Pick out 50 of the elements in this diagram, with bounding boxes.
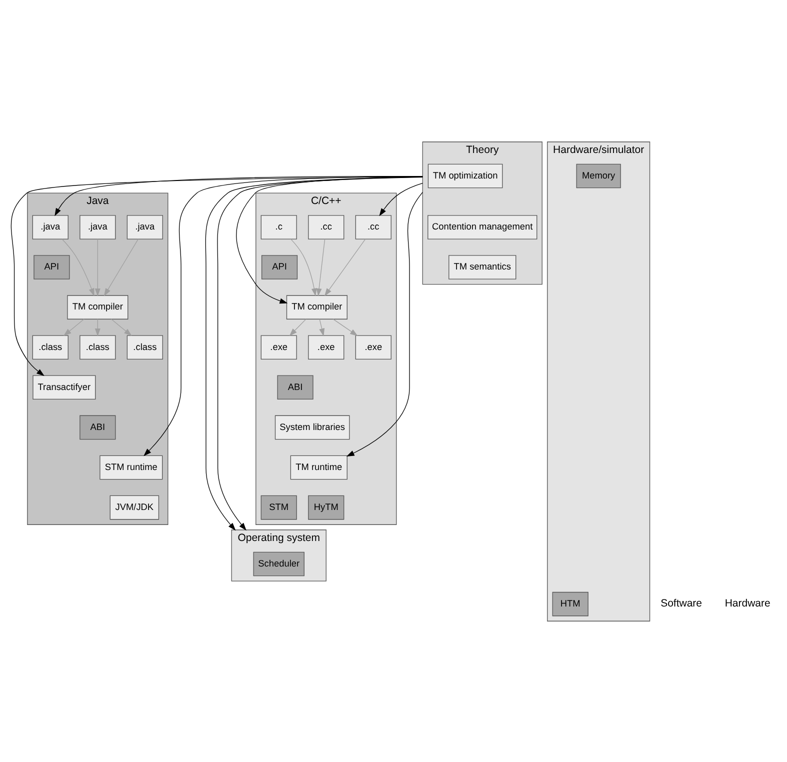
arrow bbox=[379, 182, 423, 216]
node-box: API bbox=[261, 254, 298, 279]
node-box: HyTM bbox=[308, 494, 344, 520]
arrow bbox=[332, 318, 358, 336]
node-box: HTM bbox=[552, 591, 588, 616]
node-box: TM optimization bbox=[428, 163, 503, 188]
label: Hardware bbox=[724, 597, 770, 610]
node-box: .exe bbox=[355, 334, 392, 359]
node-box: ABI bbox=[277, 374, 314, 400]
node-box: ABI bbox=[80, 414, 116, 440]
arrow bbox=[94, 238, 100, 296]
arrow bbox=[324, 238, 366, 296]
node-box: .exe bbox=[308, 334, 344, 359]
arrow bbox=[111, 318, 132, 336]
node-box: TM semantics bbox=[448, 254, 516, 279]
arrow bbox=[346, 191, 423, 456]
node-box: .java bbox=[80, 214, 116, 239]
node-box: Memory bbox=[576, 163, 621, 188]
arrow bbox=[63, 318, 84, 336]
node-box: .java bbox=[32, 214, 68, 239]
node-box: STM runtime bbox=[100, 454, 163, 480]
arrow bbox=[319, 318, 325, 336]
arrow bbox=[62, 238, 94, 296]
arrow bbox=[290, 238, 317, 296]
node-box: Scheduler bbox=[253, 551, 304, 576]
node-box: System libraries bbox=[274, 414, 350, 440]
node-box: .exe bbox=[260, 334, 297, 359]
arrow bbox=[316, 238, 326, 296]
arrow bbox=[144, 176, 423, 456]
node-box: TM compiler bbox=[67, 294, 128, 319]
node-box: .class bbox=[80, 334, 116, 359]
arrow bbox=[289, 318, 306, 336]
label: Software bbox=[660, 597, 702, 610]
node-box: JVM/JDK bbox=[110, 494, 160, 520]
node-box: .java bbox=[126, 214, 163, 239]
node-box: .class bbox=[126, 334, 163, 359]
node-box: .c bbox=[260, 214, 297, 239]
node-box: STM bbox=[260, 494, 297, 520]
node-box: TM compiler bbox=[286, 294, 348, 319]
arrow bbox=[10, 176, 423, 376]
node-box: TM runtime bbox=[290, 454, 348, 480]
node-box: .cc bbox=[355, 214, 392, 239]
arrow bbox=[94, 318, 100, 336]
node-box: .cc bbox=[308, 214, 344, 239]
arrow bbox=[54, 175, 423, 216]
node-box: API bbox=[34, 254, 70, 279]
node-box: Transactifyer bbox=[32, 374, 96, 400]
node-box: Contention management bbox=[428, 214, 538, 239]
node-box: .class bbox=[32, 334, 68, 359]
arrow bbox=[104, 238, 138, 296]
